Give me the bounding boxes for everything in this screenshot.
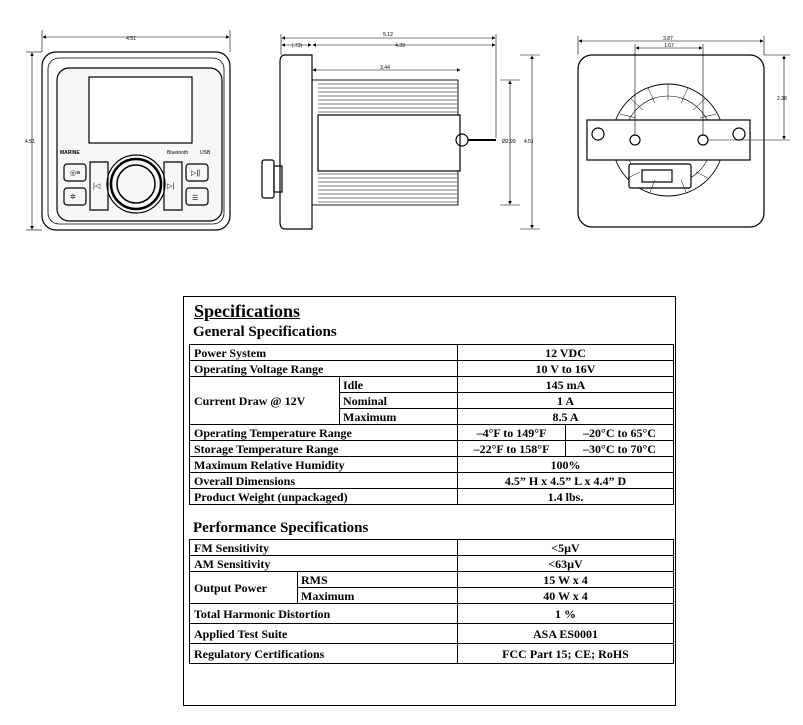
side-view (261, 54, 496, 230)
spec-value: 145 mA (457, 376, 674, 393)
front-width-dim: 4.51 (126, 36, 136, 42)
front-dimension-lines (26, 30, 231, 231)
rear-outer-dim: 3.87 (663, 36, 673, 42)
table-row: Applied Test Suite ASA ES0001 (189, 623, 674, 644)
volume-knob-icon (109, 157, 163, 211)
table-row: Nominal 1 A (190, 392, 674, 409)
spec-value-fahrenheit: –22°F to 158°F (457, 440, 566, 457)
general-specs-table: Power System 12 VDC Operating Voltage Ra… (189, 344, 674, 505)
table-row: Power System 12 VDC (189, 344, 674, 361)
menu-button-icon (185, 187, 209, 206)
side-overall-depth-dim: 5.12 (383, 32, 393, 38)
svg-text:▷|: ▷| (167, 183, 174, 190)
table-row: AM Sensitivity <63µV (189, 555, 674, 572)
spec-label: Total Harmonic Distortion (189, 603, 458, 624)
front-usb-text: USB (200, 150, 211, 156)
spec-value: <5µV (457, 539, 674, 556)
spec-value: FCC Part 15; CE; RoHS (457, 643, 674, 664)
spec-sublabel: Idle (339, 376, 458, 393)
spec-label: Storage Temperature Range (189, 440, 458, 457)
spec-value-celsius: –20°C to 65°C (565, 424, 674, 441)
spec-label: Operating Voltage Range (189, 360, 458, 377)
spec-label: Power System (189, 344, 458, 361)
spec-sublabel: Maximum (297, 587, 458, 604)
performance-specs-table: FM Sensitivity <5µV AM Sensitivity <63µV… (189, 539, 674, 664)
spec-value: 1.4 lbs. (457, 488, 674, 505)
spec-label: Applied Test Suite (189, 623, 458, 644)
technical-drawings: ◎≡ ✲ ▷|| ☰ |◁ ▷| MARINE Bluetooth USB 4.… (25, 30, 790, 231)
spec-label: Regulatory Certifications (189, 643, 458, 664)
spec-label: Current Draw @ 12V (189, 376, 340, 425)
spec-value: 100% (457, 456, 674, 473)
table-row: Overall Dimensions 4.5” H x 4.5” L x 4.4… (189, 472, 674, 489)
table-row: Product Weight (unpackaged) 1.4 lbs. (189, 488, 674, 505)
table-row: Total Harmonic Distortion 1 % (189, 603, 674, 624)
spec-value: 1 % (457, 603, 674, 624)
specifications-box: Specifications General Specifications Po… (183, 296, 676, 706)
spec-value: 40 W x 4 (457, 587, 674, 604)
table-row: Regulatory Certifications FCC Part 15; C… (189, 643, 674, 664)
spec-label: Operating Temperature Range (189, 424, 458, 441)
spec-value: ASA ES0001 (457, 623, 674, 644)
spec-value: 1 A (457, 392, 674, 409)
spec-label: FM Sensitivity (189, 539, 458, 556)
table-row: FM Sensitivity <5µV (189, 539, 674, 556)
spec-label: Product Weight (unpackaged) (189, 488, 458, 505)
table-row: Maximum Relative Humidity 100% (189, 456, 674, 473)
spec-value-celsius: –30°C to 70°C (565, 440, 674, 457)
spec-label: Overall Dimensions (189, 472, 458, 489)
side-bezel-dim: (.73) (292, 43, 303, 49)
spec-sublabel: Nominal (339, 392, 458, 409)
svg-text:☰: ☰ (192, 195, 198, 202)
rear-dimension-lines (577, 36, 790, 141)
spec-sublabel: Maximum (339, 408, 458, 425)
spec-value-fahrenheit: –4°F to 149°F (457, 424, 566, 441)
table-row: Current Draw @ 12V Idle 145 mA (189, 376, 674, 425)
table-row: Operating Temperature Range –4°F to 149°… (189, 424, 674, 441)
table-row: Output Power RMS 15 W x 4 (189, 571, 674, 604)
table-row: Storage Temperature Range –22°F to 158°F… (189, 440, 674, 457)
front-view-glyphs: ◎≡ ✲ ▷|| ☰ |◁ ▷| (70, 170, 200, 202)
spec-value: 10 V to 16V (457, 360, 674, 377)
general-specs-heading: General Specifications (193, 324, 337, 340)
svg-text:◎≡: ◎≡ (70, 170, 80, 177)
svg-text:✲: ✲ (70, 193, 76, 201)
side-diameter-dim: Ø2.99 (502, 139, 516, 145)
spec-label: Output Power (189, 571, 298, 604)
side-body-depth-dim: 4.39 (395, 43, 405, 49)
spec-value: 12 VDC (457, 344, 674, 361)
table-row: Operating Voltage Range 10 V to 16V (189, 360, 674, 377)
spec-sublabel: RMS (297, 571, 458, 588)
rear-view (577, 54, 765, 228)
rear-view-fins (619, 84, 717, 193)
side-view-fins (318, 83, 458, 203)
spec-label: AM Sensitivity (189, 555, 458, 572)
side-height-dim: 4.51 (524, 139, 534, 145)
table-row: Maximum 40 W x 4 (190, 587, 674, 604)
play-pause-button-icon (185, 163, 209, 182)
side-inner-dim: 3.44 (380, 65, 390, 71)
svg-text:▷||: ▷|| (191, 170, 200, 177)
front-bluetooth-text: Bluetooth (167, 150, 188, 156)
spec-value: 4.5” H x 4.5” L x 4.4” D (457, 472, 674, 489)
spec-value: 15 W x 4 (457, 571, 674, 588)
front-view (41, 51, 231, 231)
rear-offset-dim: 2.38 (777, 96, 787, 102)
spec-value: <63µV (457, 555, 674, 572)
settings-button-icon (63, 187, 87, 206)
performance-specs-heading: Performance Specifications (193, 520, 369, 536)
front-brand-text: MARINE (60, 150, 80, 156)
svg-text:|◁: |◁ (93, 183, 101, 190)
front-height-dim: 4.51 (25, 139, 35, 145)
side-dimension-lines (280, 34, 540, 230)
rear-inner-dim: 1.67 (664, 43, 674, 49)
spec-value: 8.5 A (457, 408, 674, 425)
specs-title: Specifications (194, 301, 300, 321)
spec-label: Maximum Relative Humidity (189, 456, 458, 473)
power-mode-button-icon (63, 163, 87, 182)
